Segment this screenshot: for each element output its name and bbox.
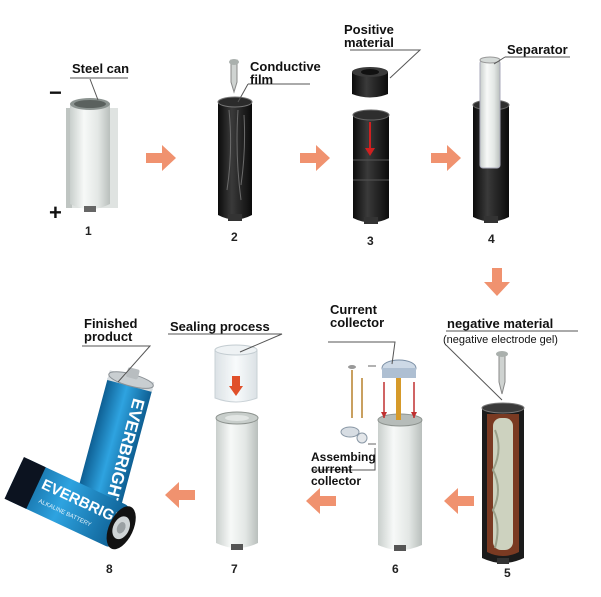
step-number-2: 2	[231, 230, 238, 244]
leader-separator	[493, 56, 570, 65]
leader-finished	[82, 345, 152, 383]
label-current-collector: Current collector	[330, 302, 385, 330]
leader-sealing	[168, 333, 283, 353]
leader-positive-material	[350, 49, 422, 79]
minus-sign: −	[49, 80, 62, 105]
leader-lines	[70, 49, 578, 471]
step4-separator	[472, 56, 510, 223]
leader-steel-can	[70, 77, 128, 101]
flow-arrows	[146, 145, 510, 514]
step-number-7: 7	[231, 562, 238, 576]
leader-conductive-film	[237, 83, 310, 103]
step5-negative-material	[481, 351, 525, 564]
arrow-1-2	[146, 145, 176, 171]
step-number-4: 4	[488, 232, 495, 246]
step8-finished-batteries: EVERBRIGHT EVERBRIGHT ALKALINE BATTERY	[4, 367, 155, 550]
step3-positive-material	[352, 67, 390, 224]
arrow-6-7	[306, 488, 336, 514]
step-number-1: 1	[85, 224, 92, 238]
label-conductive-film: Conductive film	[250, 59, 321, 87]
step-number-6: 6	[392, 562, 399, 576]
step7-sealing	[214, 344, 259, 550]
leader-negative-material	[445, 330, 578, 401]
label-finished-product: Finished product	[84, 316, 138, 344]
arrow-3-4	[431, 145, 461, 171]
label-negative-material: negative material	[447, 316, 554, 331]
step6-current-collector	[340, 359, 423, 551]
label-positive-material: Positive material	[344, 22, 394, 50]
label-assembling-collector: Assembing current collector	[311, 450, 376, 488]
label-steel-can: Steel can	[72, 61, 130, 76]
arrow-5-6	[444, 488, 474, 514]
leader-current-collector	[328, 341, 396, 365]
step-number-3: 3	[367, 234, 374, 248]
step1-steel-can	[66, 98, 118, 212]
step2-conductive-film	[217, 59, 253, 221]
label-negative-gel: (negative electrode gel)	[443, 334, 558, 346]
step-number-5: 5	[504, 566, 511, 580]
arrow-7-8	[165, 482, 195, 508]
label-sealing-process: Sealing process	[170, 319, 270, 334]
label-separator: Separator	[507, 42, 568, 57]
plus-sign: +	[49, 200, 62, 225]
leader-assembling	[312, 448, 376, 471]
arrow-2-3	[300, 145, 330, 171]
step-number-8: 8	[106, 562, 113, 576]
arrow-4-5	[484, 268, 510, 296]
